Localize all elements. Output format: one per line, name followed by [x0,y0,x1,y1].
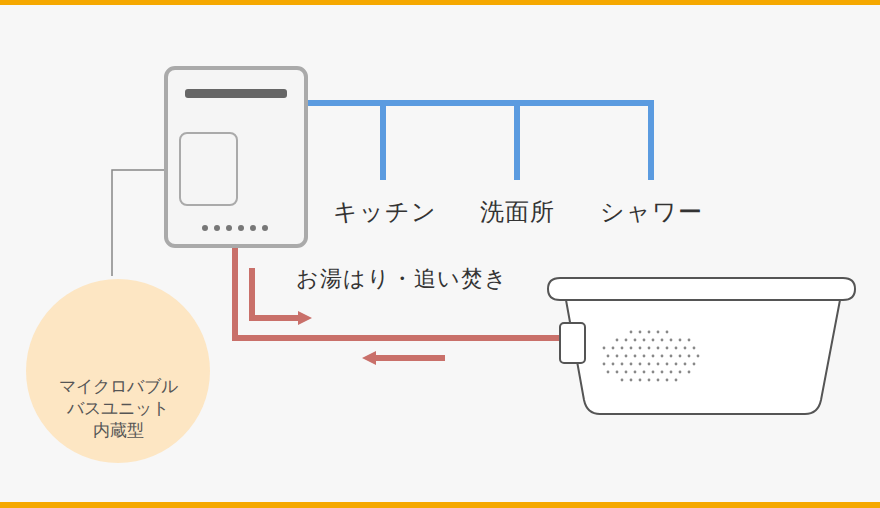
feature-circle: マイクロバブル バスユニット 内蔵型 [26,279,210,463]
arrow-head [362,351,376,365]
pipe-label: 洗面所 [480,196,555,228]
feature-text: マイクロバブル バスユニット 内蔵型 [52,375,184,441]
bottom-bar [0,502,880,508]
bath-pipes [235,245,562,358]
arrow-head [298,311,312,325]
bath-bubbles [603,331,700,382]
pipe-label: キッチン [333,196,437,228]
bathtub-rim [548,278,855,300]
pipe-label: お湯はり・追い焚き [296,264,508,294]
heater-panel [185,89,287,98]
heater-dots [202,225,268,231]
water-heater [166,68,306,246]
pipe-label: シャワー [600,196,703,228]
bath-fitting [560,323,585,363]
water-pipes [305,103,651,180]
top-bar [0,0,880,5]
bath-unit [180,133,237,205]
bathtub [566,300,840,414]
